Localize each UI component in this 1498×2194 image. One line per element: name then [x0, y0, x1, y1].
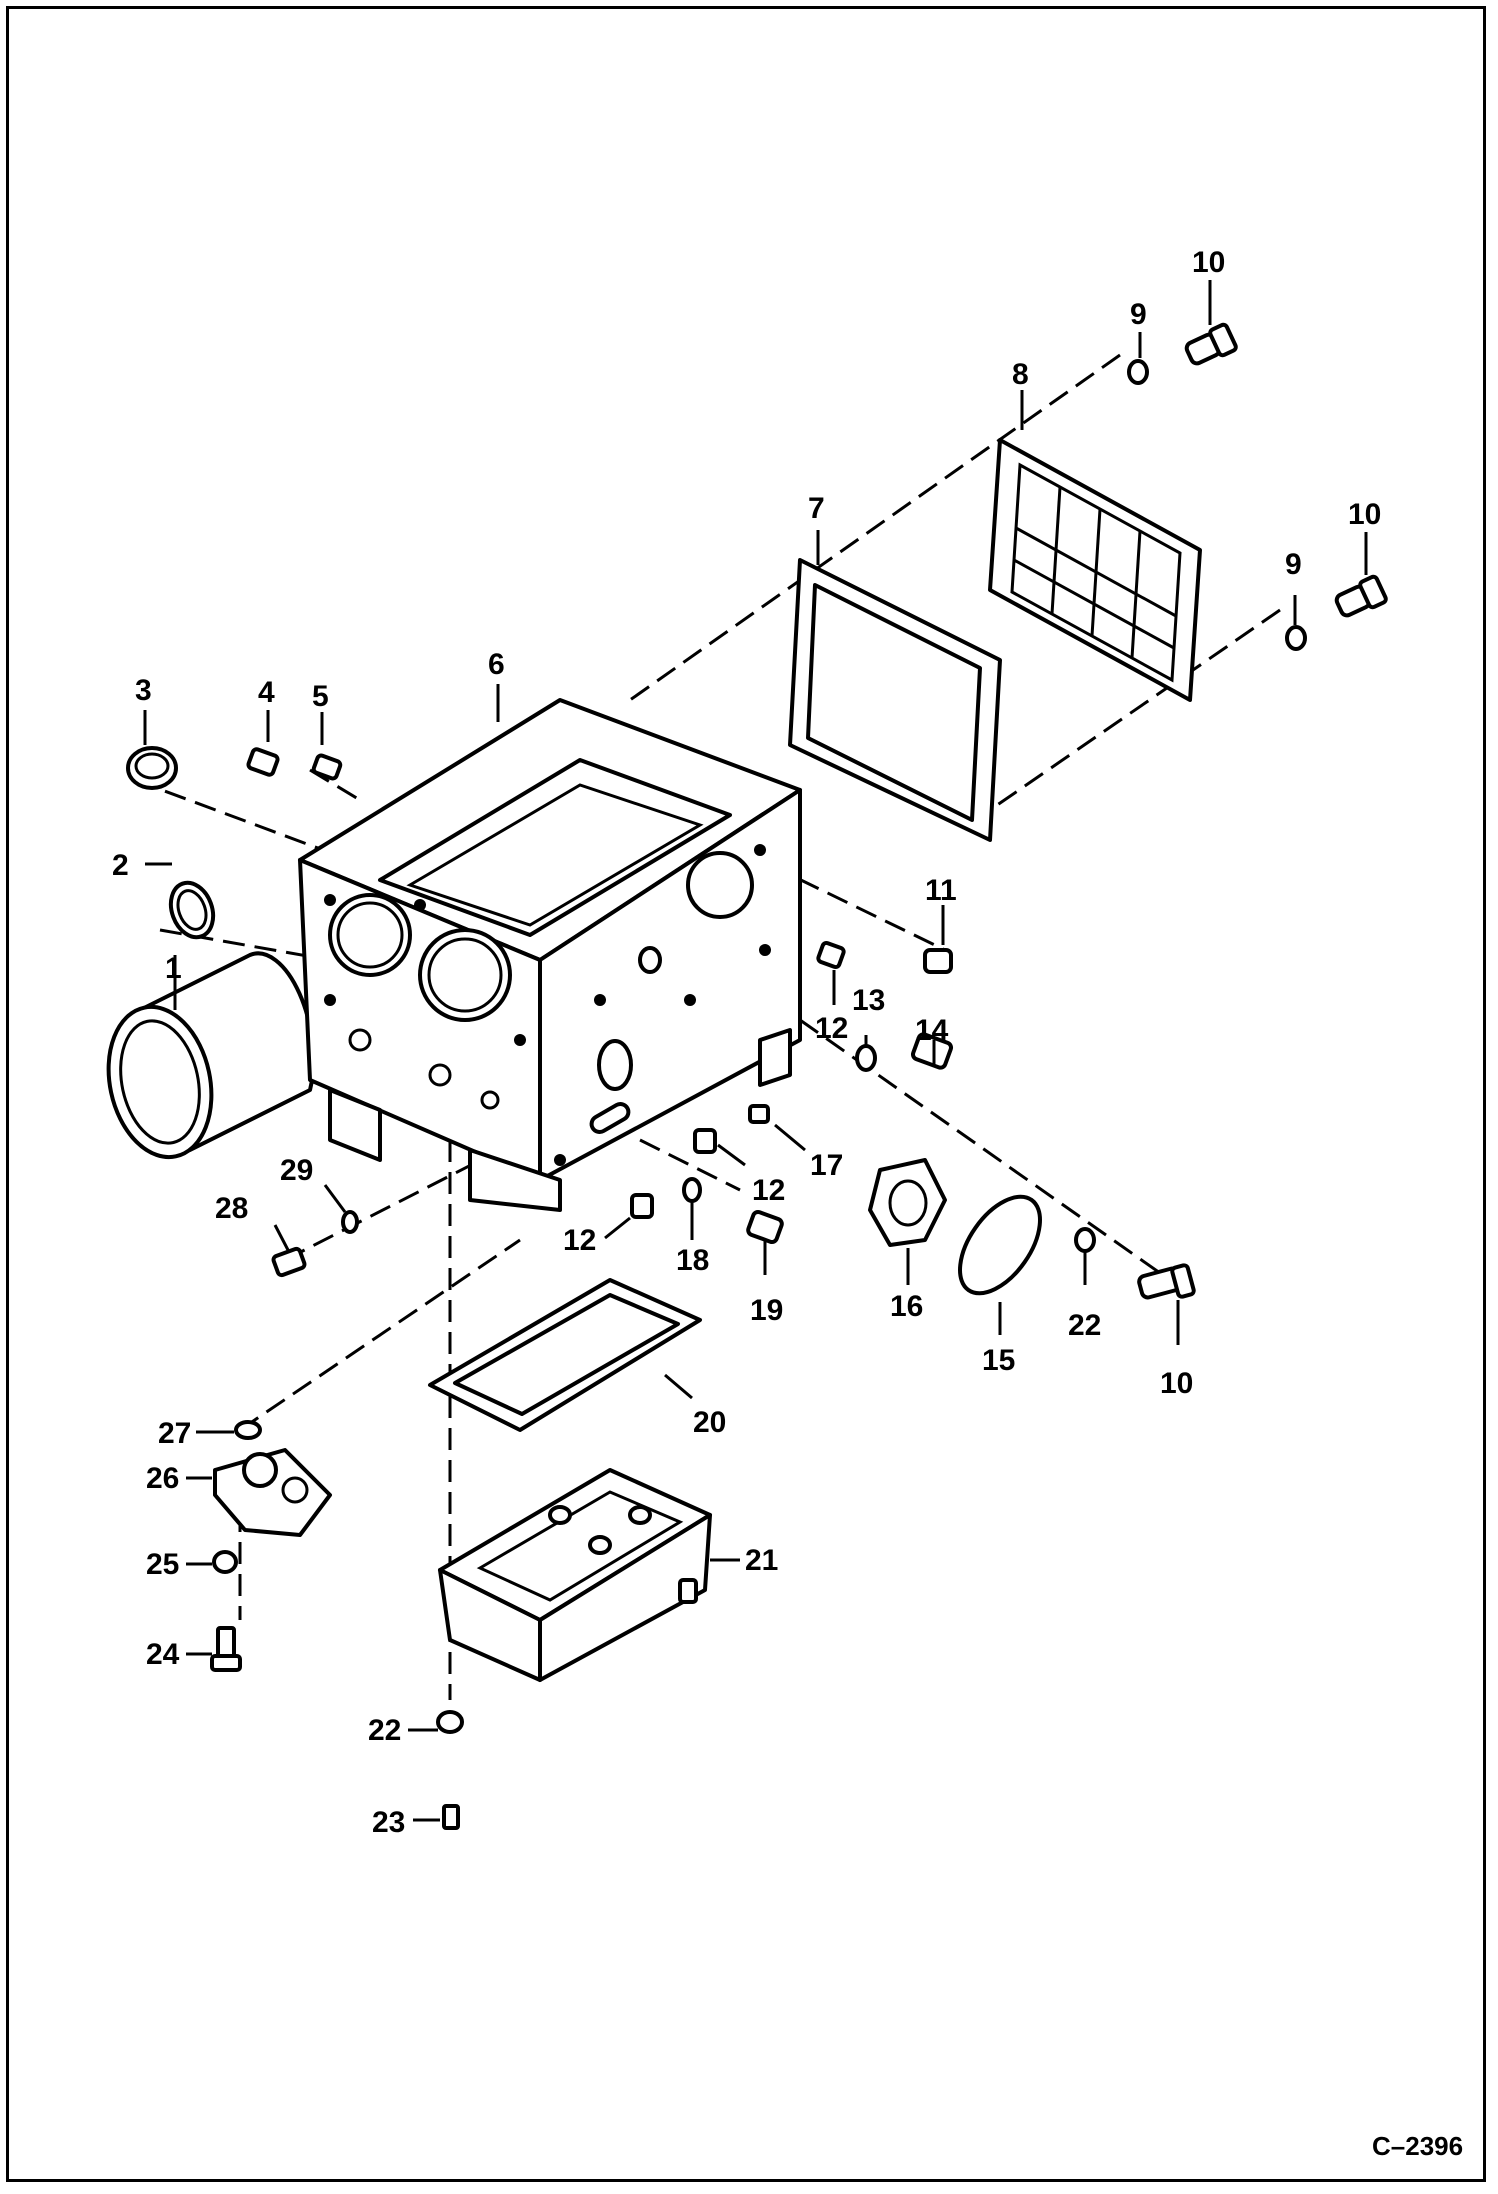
label-12a: 12 — [815, 1012, 848, 1045]
label-22b: 22 — [368, 1714, 401, 1747]
part-cover-15 — [958, 1194, 1042, 1296]
part-oring-18 — [682, 1177, 702, 1203]
part-cylinder-liner — [106, 951, 316, 1160]
label-5: 5 — [312, 680, 329, 713]
label-12b: 12 — [752, 1174, 785, 1207]
part-dowel-12c — [630, 1193, 654, 1219]
part-oring-13 — [855, 1044, 877, 1072]
label-6: 6 — [488, 648, 505, 681]
label-1: 1 — [165, 952, 182, 985]
label-28: 28 — [215, 1192, 248, 1225]
part-pan-gasket-20 — [428, 1278, 702, 1432]
part-plug-14 — [910, 1032, 954, 1070]
callout-labels: 1 2 3 4 5 6 7 8 9 10 9 10 11 12 13 14 17… — [112, 246, 1381, 1839]
label-4: 4 — [258, 676, 275, 709]
label-14: 14 — [915, 1014, 949, 1047]
part-drain-plug-23 — [442, 1804, 460, 1830]
drawing-reference-number: C–2396 — [1372, 2131, 1463, 2161]
part-flange-gasket-16 — [868, 1158, 947, 1247]
part-cup-3 — [126, 746, 178, 790]
part-plug-19 — [746, 1210, 784, 1244]
label-9b: 9 — [1285, 548, 1302, 581]
part-gasket-7 — [788, 558, 1002, 842]
drawing-frame — [6, 6, 1486, 2182]
part-bolt-10c — [1137, 1263, 1196, 1300]
label-17: 17 — [810, 1149, 843, 1182]
part-dowel-5 — [311, 753, 343, 781]
label-18: 18 — [676, 1244, 709, 1277]
part-plug-17 — [748, 1104, 770, 1124]
label-20: 20 — [693, 1406, 726, 1439]
part-washer-9b — [1285, 625, 1307, 651]
label-21: 21 — [745, 1544, 778, 1577]
label-9a: 9 — [1130, 298, 1147, 331]
part-cover-plate-8 — [988, 438, 1202, 702]
label-19: 19 — [750, 1294, 783, 1327]
label-27: 27 — [158, 1417, 191, 1450]
part-bolt-10a — [1184, 322, 1238, 366]
label-3: 3 — [135, 674, 152, 707]
part-washer-22b — [436, 1710, 464, 1734]
part-dowel-12a — [816, 940, 846, 970]
part-washer-9a — [1127, 359, 1149, 385]
label-11: 11 — [925, 874, 957, 907]
label-13: 13 — [852, 984, 885, 1017]
part-plug-11 — [923, 948, 953, 974]
part-oring-2 — [168, 880, 216, 940]
label-7: 7 — [808, 492, 825, 525]
label-25: 25 — [146, 1548, 179, 1581]
part-oring-27 — [234, 1420, 262, 1440]
part-housing-block — [298, 698, 802, 1212]
part-bracket-26 — [213, 1448, 332, 1537]
label-8: 8 — [1012, 358, 1029, 391]
label-10a: 10 — [1192, 246, 1225, 279]
label-24: 24 — [146, 1638, 180, 1671]
label-22a: 22 — [1068, 1309, 1101, 1342]
part-washer-25 — [212, 1550, 238, 1574]
label-23: 23 — [372, 1806, 405, 1839]
part-oring-29 — [341, 1210, 359, 1234]
part-oil-pan-21 — [438, 1468, 712, 1682]
part-dowel-12b — [693, 1128, 717, 1154]
label-10b: 10 — [1348, 498, 1381, 531]
label-16: 16 — [890, 1290, 923, 1323]
label-26: 26 — [146, 1462, 179, 1495]
label-12c: 12 — [563, 1224, 596, 1257]
part-dowel-4 — [246, 747, 280, 777]
part-bolt-24 — [210, 1626, 242, 1672]
label-2: 2 — [112, 849, 129, 882]
label-29: 29 — [280, 1154, 313, 1187]
part-bolt-10b — [1334, 574, 1388, 618]
leader-lines — [143, 280, 1368, 1822]
part-plug-28 — [271, 1246, 307, 1278]
part-washer-22a — [1074, 1227, 1096, 1253]
label-10c: 10 — [1160, 1367, 1193, 1400]
label-15: 15 — [982, 1344, 1015, 1377]
